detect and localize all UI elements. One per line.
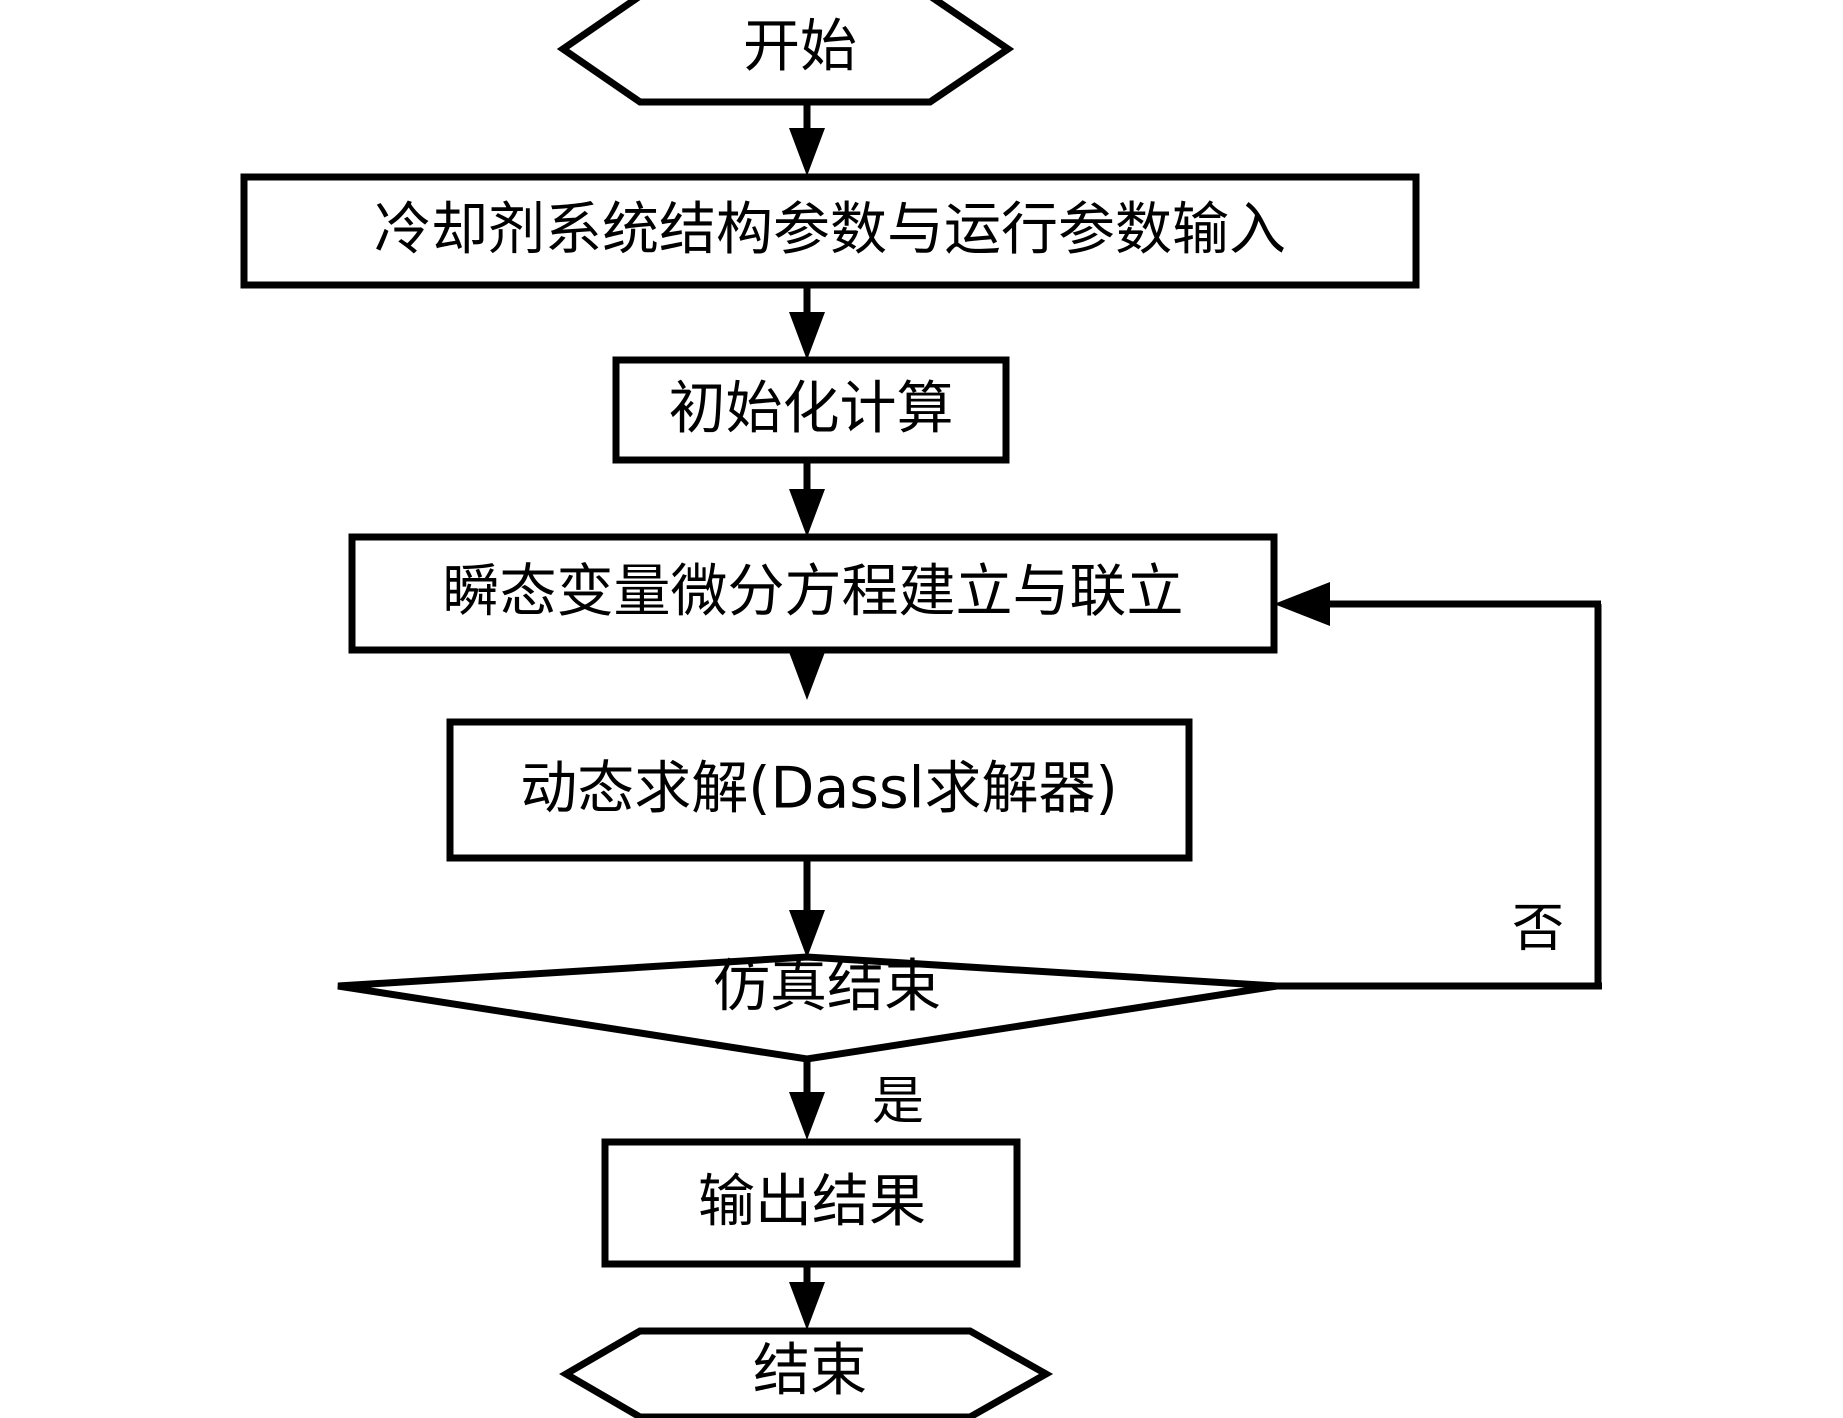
node-input-params-label: 冷却剂系统结构参数与运行参数输入 <box>374 197 1286 263</box>
node-start-label: 开始 <box>743 14 857 80</box>
node-output-results[interactable]: 输出结果 <box>601 1138 1021 1268</box>
node-end-label: 结束 <box>753 1338 867 1404</box>
edge-output-to-end <box>789 1264 825 1330</box>
edge-decision-no-feedback <box>1274 582 1602 990</box>
edge-start-to-input <box>789 104 825 176</box>
node-input-params[interactable]: 冷却剂系统结构参数与运行参数输入 <box>240 173 1420 289</box>
node-build-equations[interactable]: 瞬态变量微分方程建立与联立 <box>348 533 1278 654</box>
node-build-equations-label: 瞬态变量微分方程建立与联立 <box>443 559 1184 625</box>
edge-build-to-solve <box>789 650 825 700</box>
node-start[interactable]: 开始 <box>556 0 1015 106</box>
node-sim-finished[interactable]: 仿真结束 <box>337 953 1278 1063</box>
edge-solve-to-decision <box>789 858 825 958</box>
node-initialize[interactable]: 初始化计算 <box>612 356 1010 464</box>
node-dynamic-solve-label: 动态求解(Dassl求解器) <box>520 756 1118 822</box>
node-sim-finished-label: 仿真结束 <box>713 954 941 1020</box>
edge-label-yes: 是 <box>872 1072 924 1132</box>
node-output-results-label: 输出结果 <box>698 1169 926 1235</box>
node-end[interactable]: 结束 <box>559 1327 1054 1418</box>
edge-decision-yes-to-output <box>789 1055 825 1140</box>
node-initialize-label: 初始化计算 <box>669 376 954 442</box>
edge-input-to-initialize <box>789 285 825 360</box>
node-dynamic-solve[interactable]: 动态求解(Dassl求解器) <box>446 718 1193 862</box>
edge-label-no: 否 <box>1512 899 1564 959</box>
edge-initialize-to-build <box>789 460 825 537</box>
